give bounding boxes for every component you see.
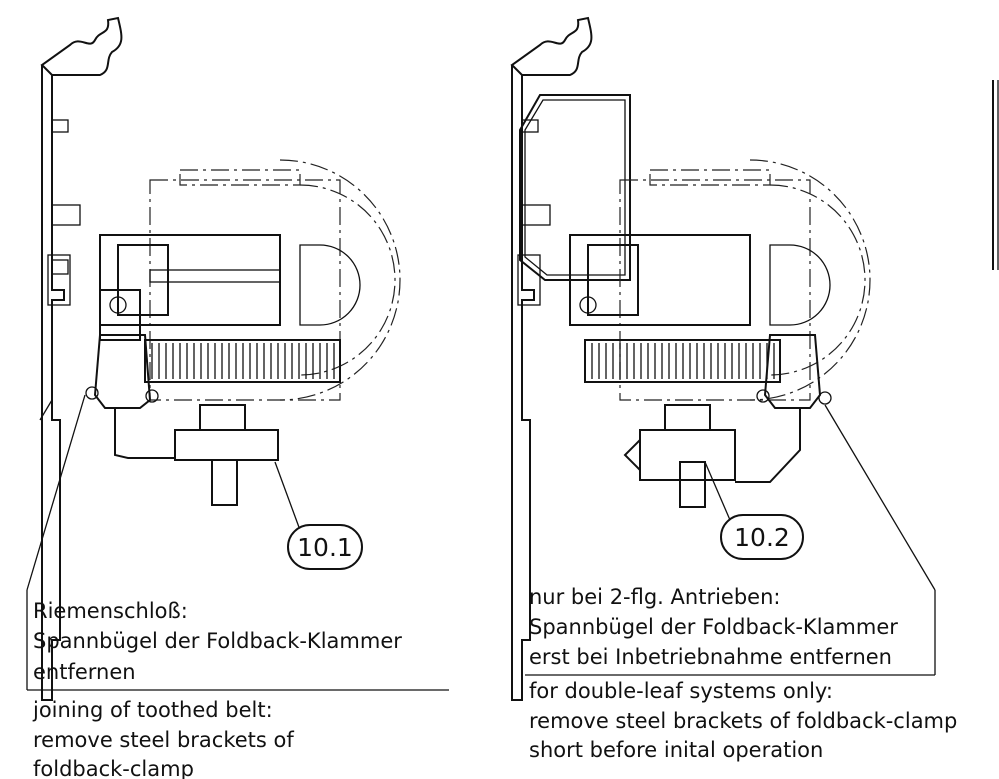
steel-bracket <box>519 94 631 281</box>
rail-notch <box>521 204 551 226</box>
clamp-pin <box>85 386 99 400</box>
callout-bubble <box>720 514 804 560</box>
callout-bubble <box>287 524 363 570</box>
label-de-line: entfernen <box>33 660 136 684</box>
bolt-nut <box>579 296 597 314</box>
motor-housing-outline <box>619 179 811 401</box>
lower-bracket <box>735 408 801 483</box>
label-de-line: Riemenschloß: <box>33 599 188 623</box>
leader-line <box>704 461 731 521</box>
motor-housing-outline <box>149 179 341 401</box>
callout-label: 10.1 <box>297 533 353 562</box>
callout-10-1: 10.1 <box>287 524 363 570</box>
block-tip <box>623 439 641 471</box>
clamp-pin <box>145 389 159 403</box>
label-en-line: remove steel brackets of foldback-clamp <box>529 709 957 733</box>
lower-bracket <box>114 408 279 461</box>
mount-plate <box>117 244 169 316</box>
clamp-pin <box>818 391 832 405</box>
bottom-nut <box>664 404 711 431</box>
foldback-clamp <box>763 334 822 409</box>
right-rail-hook <box>510 16 593 76</box>
belt-teeth <box>151 343 335 379</box>
label-en-line: for double-leaf systems only: <box>529 679 833 703</box>
label-en-line: short before inital operation <box>529 738 823 762</box>
left-assembly <box>26 16 401 701</box>
left-rail-profile <box>41 65 65 701</box>
belt-teeth <box>591 343 775 379</box>
bolt-nut <box>109 296 127 314</box>
rail-notch <box>51 119 69 133</box>
bottom-block <box>174 429 279 461</box>
foldback-clamp <box>93 334 152 409</box>
shaft <box>211 459 238 506</box>
rail-edge <box>39 399 53 421</box>
bottom-block <box>639 429 736 481</box>
belt-loop <box>769 244 831 326</box>
pulley-outline <box>749 159 871 401</box>
label-en-line: joining of toothed belt: <box>32 698 273 722</box>
drive-block <box>99 234 281 326</box>
label-en-line: remove steel brackets of <box>33 728 294 752</box>
rail-notch <box>51 204 81 226</box>
belt-loop <box>299 244 361 326</box>
rail-notch <box>51 259 69 275</box>
mount-plate <box>587 244 639 316</box>
callout-label: 10.2 <box>734 523 790 552</box>
right-rail-profile <box>511 65 535 701</box>
label-de-line: nur bei 2-flg. Antrieben: <box>529 585 780 609</box>
edge-marks <box>992 80 999 270</box>
label-de-line: Spannbügel der Foldback-Klammer <box>33 629 402 653</box>
leader-line <box>26 394 86 591</box>
bottom-nut <box>199 404 246 431</box>
leader-line <box>274 461 301 531</box>
toothed-belt <box>584 339 781 383</box>
leader-line <box>824 404 936 591</box>
motor-housing-top <box>649 169 771 186</box>
left-rail-hook <box>40 16 123 76</box>
shaft <box>679 461 706 508</box>
bolt-head <box>47 254 71 306</box>
right-assembly <box>510 16 936 701</box>
bolt-head <box>517 254 541 306</box>
label-en-line: foldback-clamp <box>33 757 194 779</box>
drive-block <box>569 234 751 326</box>
motor-housing-top <box>179 169 301 186</box>
label-de-line: Spannbügel der Foldback-Klammer <box>529 615 898 639</box>
bolt <box>99 289 141 341</box>
steel-bracket-inner <box>524 99 626 276</box>
callout-10-2: 10.2 <box>720 514 804 560</box>
toothed-belt <box>144 339 341 383</box>
pulley-inner <box>299 184 396 376</box>
clamp-pin <box>756 389 770 403</box>
housing-line <box>149 269 281 283</box>
label-de-line: erst bei Inbetriebnahme entfernen <box>529 645 892 669</box>
pulley-outline <box>279 159 401 401</box>
pulley-inner <box>769 184 866 376</box>
